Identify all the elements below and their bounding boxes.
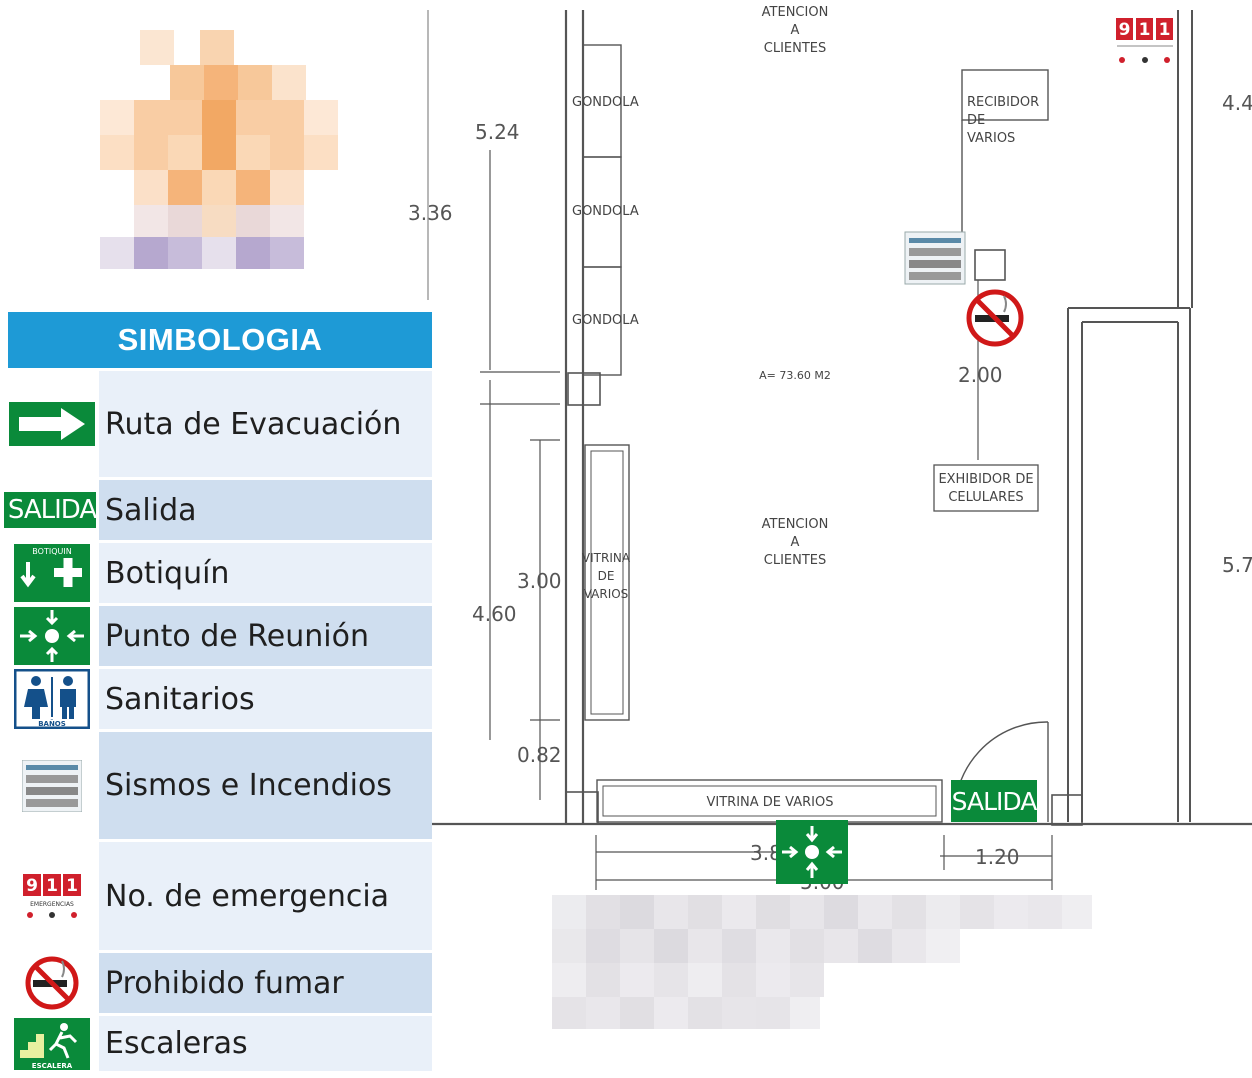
dim-200: 2.00: [958, 363, 1003, 387]
label-atencion-top-1: ATENCION: [762, 5, 829, 20]
vitrina-side: [584, 444, 630, 721]
blurred-logo: [100, 30, 338, 269]
svg-text:1: 1: [66, 876, 78, 896]
svg-text:SALIDA: SALIDA: [952, 787, 1038, 816]
svg-text:1: 1: [46, 876, 58, 896]
svg-text:EMERGENCIAS: EMERGENCIAS: [30, 901, 74, 908]
restroom-icon: BAÑOS: [8, 669, 96, 729]
label-recibidor-3: VARIOS: [967, 131, 1015, 146]
legend-label-sismos: Sismos e Incendios: [96, 732, 432, 839]
vitrina-side-inner: [590, 450, 624, 715]
dim-460: 4.60: [472, 602, 517, 626]
legend-label-fumar: Prohibido fumar: [96, 953, 432, 1013]
svg-text:ESCALERA: ESCALERA: [32, 1062, 73, 1070]
legend-label-sanitarios: Sanitarios: [96, 669, 432, 729]
label-vitrina-bottom: VITRINA DE VARIOS: [707, 795, 834, 810]
legend-title: SIMBOLOGIA: [8, 312, 432, 368]
plan-salida-sign: SALIDA: [951, 780, 1038, 822]
legend-row-ruta: Ruta de Evacuación: [8, 368, 432, 477]
legend-row-sismos: Sismos e Incendios: [8, 729, 432, 839]
plan-no-smoking-sign: [966, 289, 1024, 347]
plan-earthquake-fire-sign: [904, 231, 966, 285]
legend-row-salida: SALIDA Salida: [3, 477, 432, 540]
legend-row-escaleras: ESCALERA Escaleras: [8, 1013, 432, 1071]
vitrina-bottom: [596, 779, 943, 823]
dim-524: 5.24: [475, 120, 520, 144]
recibidor-box: [961, 69, 1049, 121]
plan-911-sign: 9 1 1: [1113, 14, 1175, 66]
legend-row-emergencia: 9 1 1 EMERGENCIAS No. de emergencia: [8, 839, 432, 950]
exhibidor-box: [933, 464, 1039, 512]
label-recibidor-2: DE: [967, 113, 985, 128]
legend-panel: SIMBOLOGIA Ruta de Evacuación SALIDA Sal…: [3, 312, 432, 1071]
label-atencion-mid-2: A: [791, 535, 800, 550]
label-recibidor-1: RECIBIDOR: [967, 95, 1039, 110]
legend-label-escaleras: Escaleras: [96, 1016, 432, 1071]
label-area: A= 73.60 M2: [759, 369, 831, 382]
legend-label-botiquin: Botiquín: [96, 543, 432, 603]
label-gondola-3: GONDOLA: [572, 313, 639, 328]
emergency-911-icon: 9 1 1 EMERGENCIAS: [8, 870, 96, 922]
column-left: [567, 372, 601, 406]
svg-text:9: 9: [26, 876, 38, 896]
dim-57: 5.7: [1222, 553, 1252, 577]
legend-row-botiquin: BOTIQUIN Botiquín: [8, 540, 432, 603]
gondola-3: [582, 266, 622, 376]
plan-meeting-point-sign: [776, 820, 848, 884]
evacuation-arrow-icon: [8, 402, 96, 446]
label-atencion-top-2: A: [791, 23, 800, 38]
column-bottom-left: [565, 791, 599, 825]
stairs-icon: ESCALERA: [8, 1017, 96, 1070]
label-exhibidor-2: CELULARES: [948, 490, 1023, 505]
legend-row-sanitarios: BAÑOS Sanitarios: [8, 666, 432, 729]
label-gondola-1: GONDOLA: [572, 95, 639, 110]
svg-text:BAÑOS: BAÑOS: [38, 719, 66, 728]
legend-label-reunion: Punto de Reunión: [96, 606, 432, 666]
label-atencion-mid-1: ATENCION: [762, 517, 829, 532]
no-smoking-icon: [8, 955, 96, 1011]
blurred-text-block: [552, 895, 1092, 1029]
earthquake-fire-instructions-icon: [8, 759, 96, 812]
legend-label-emergencia: No. de emergencia: [96, 842, 432, 950]
svg-text:9: 9: [1119, 20, 1131, 40]
svg-text:BOTIQUIN: BOTIQUIN: [32, 547, 71, 556]
svg-text:1: 1: [1139, 20, 1151, 40]
dim-082: 0.82: [517, 743, 562, 767]
salida-sign-icon: SALIDA: [3, 492, 101, 528]
label-gondola-2: GONDOLA: [572, 204, 639, 219]
label-exhibidor-1: EXHIBIDOR DE: [938, 472, 1033, 487]
label-atencion-top-3: CLIENTES: [764, 41, 827, 56]
legend-row-reunion: Punto de Reunión: [8, 603, 432, 666]
column-mid: [974, 249, 1006, 281]
svg-text:1: 1: [1159, 20, 1171, 40]
first-aid-icon: BOTIQUIN: [8, 544, 96, 602]
label-vitrina-side-2: DE: [598, 569, 615, 583]
dim-120: 1.20: [975, 845, 1020, 869]
vitrina-bottom-inner: [602, 785, 937, 817]
meeting-point-icon: [8, 607, 96, 665]
legend-row-fumar: Prohibido fumar: [8, 950, 432, 1013]
label-vitrina-side-1: VITRINA: [582, 551, 631, 565]
dim-300: 3.00: [517, 569, 562, 593]
label-atencion-mid-3: CLIENTES: [764, 553, 827, 568]
label-vitrina-side-3: VARIOS: [584, 587, 629, 601]
legend-label-salida: Salida: [96, 480, 432, 540]
dim-336: 3.36: [408, 201, 453, 225]
legend-label-ruta: Ruta de Evacuación: [96, 371, 432, 477]
dim-44: 4.4: [1222, 91, 1252, 115]
